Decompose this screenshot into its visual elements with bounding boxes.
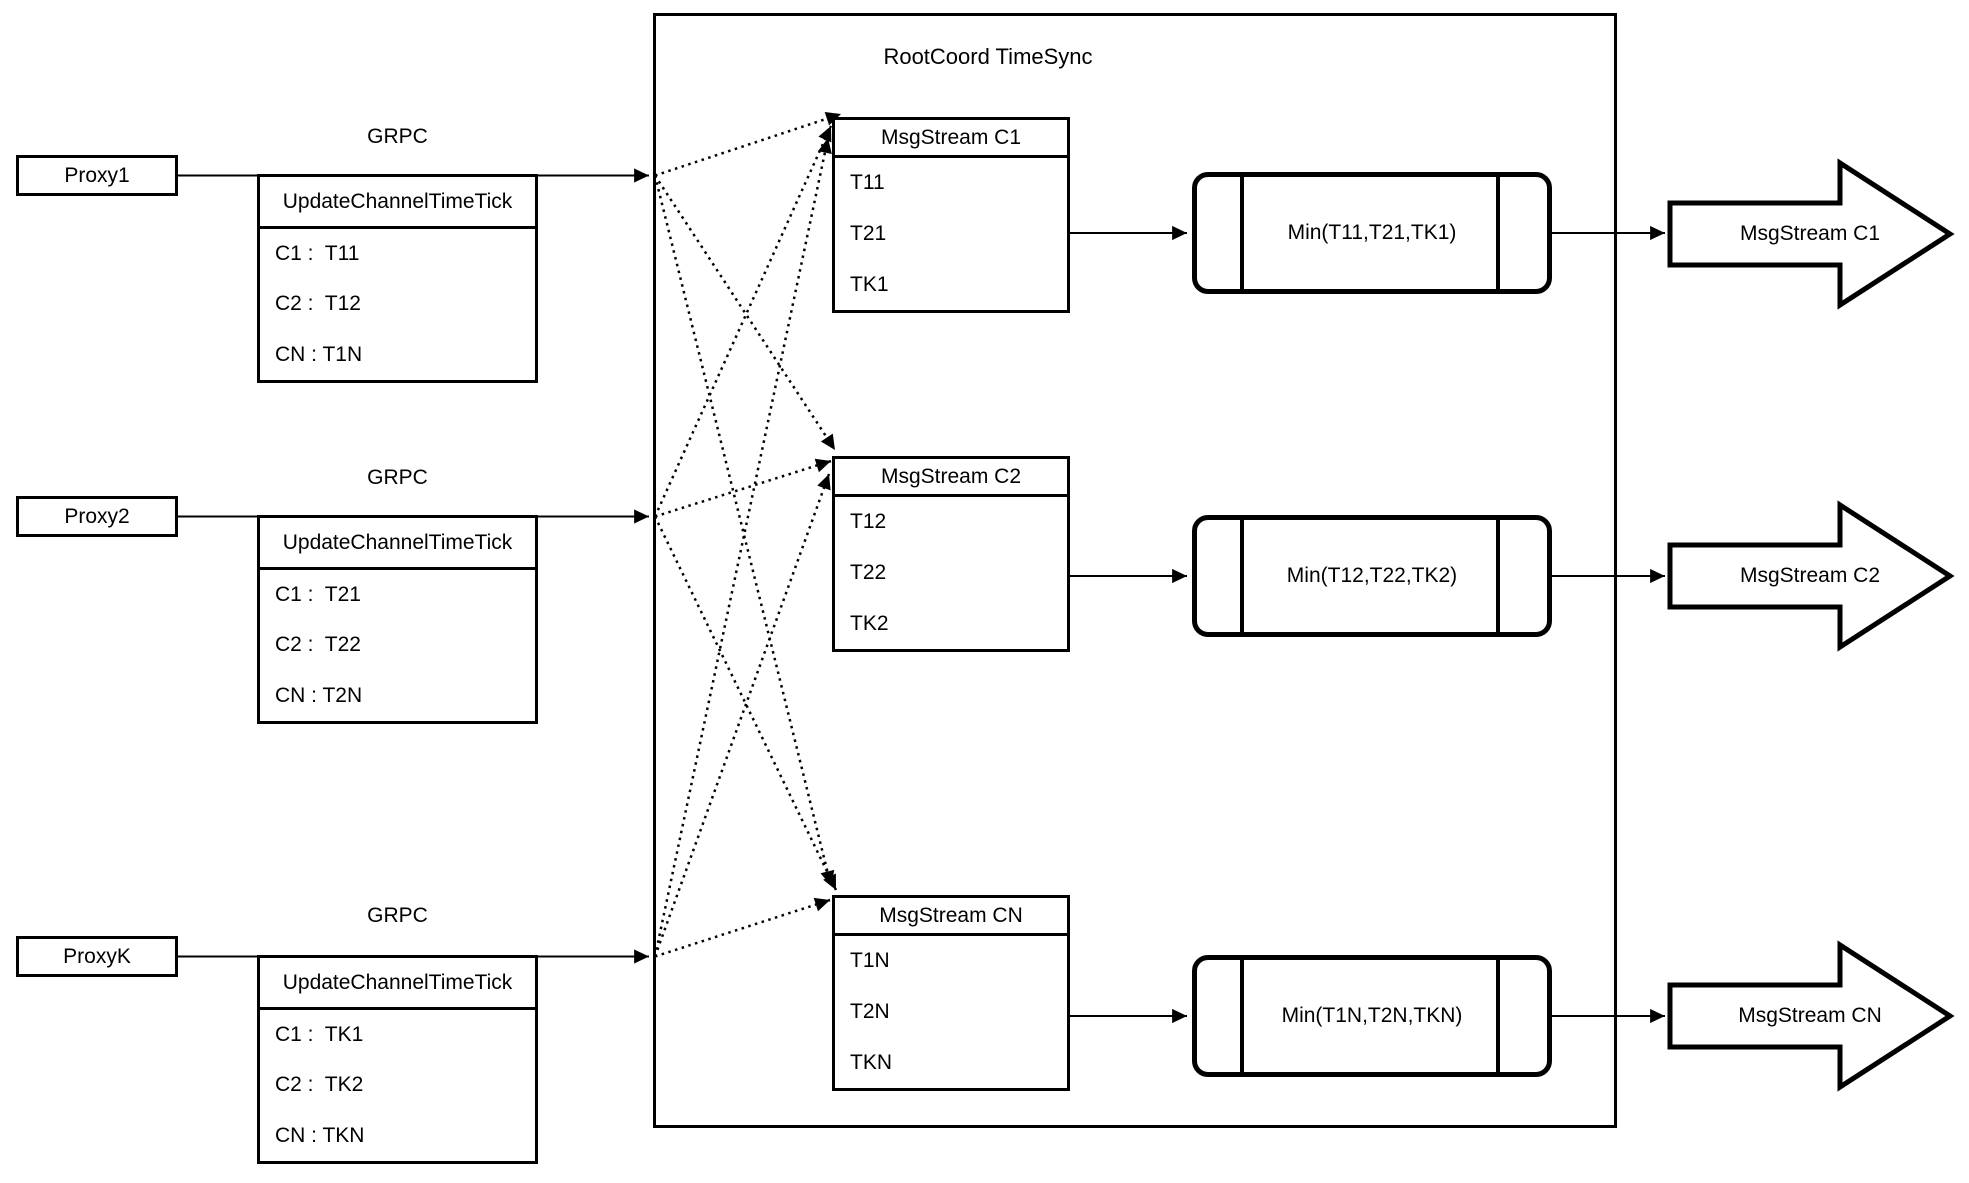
proxy1-label: Proxy1 xyxy=(64,163,130,187)
timestamp-row: TK2 xyxy=(850,611,889,635)
rootcoord-title: RootCoord TimeSync xyxy=(883,44,1093,69)
divider xyxy=(1240,177,1244,289)
timetick-row: CN : T2N xyxy=(275,683,363,707)
timetick-row: C1 : T21 xyxy=(275,583,361,607)
timestamp-row: T12 xyxy=(850,510,887,534)
grpc-label-2: GRPC xyxy=(367,466,428,489)
update-timetick-header-1: UpdateChannelTimeTick xyxy=(260,177,535,229)
msgstream-cn-table: MsgStream CN T1N T2N TKN xyxy=(832,895,1070,1091)
output-msgstream-cn-label: MsgStream CN xyxy=(1738,1004,1882,1027)
timestamp-row: T2N xyxy=(850,1000,890,1023)
proxyk-box: ProxyK xyxy=(16,936,178,977)
timetick-row: CN : T1N xyxy=(275,342,363,366)
timetick-row: C2 : TK2 xyxy=(275,1073,364,1097)
update-timetick-table-3: UpdateChannelTimeTick C1 : TK1 C2 : TK2 … xyxy=(257,955,538,1164)
min-label-c2: Min(T12,T22,TK2) xyxy=(1286,564,1458,587)
msgstream-c1-header: MsgStream C1 xyxy=(835,120,1067,158)
proxy1-box: Proxy1 xyxy=(16,155,178,196)
timetick-row: C2 : T22 xyxy=(275,633,361,657)
timestamp-row: T21 xyxy=(850,222,887,245)
min-node-cn: Min(T1N,T2N,TKN) xyxy=(1192,955,1552,1077)
update-timetick-header-3: UpdateChannelTimeTick xyxy=(260,958,535,1010)
update-timetick-table-2: UpdateChannelTimeTick C1 : T21 C2 : T22 … xyxy=(257,515,538,724)
divider xyxy=(1240,960,1244,1072)
timestamp-row: TK1 xyxy=(850,272,889,296)
proxy2-box: Proxy2 xyxy=(16,496,178,537)
divider xyxy=(1496,177,1500,289)
min-label-c1: Min(T11,T21,TK1) xyxy=(1287,221,1457,244)
timetick-row: C1 : TK1 xyxy=(275,1023,364,1047)
min-label-cn: Min(T1N,T2N,TKN) xyxy=(1281,1004,1463,1027)
update-timetick-table-1: UpdateChannelTimeTick C1 : T11 C2 : T12 … xyxy=(257,174,538,383)
min-node-c2: Min(T12,T22,TK2) xyxy=(1192,515,1552,637)
divider xyxy=(1496,960,1500,1072)
divider xyxy=(1496,520,1500,632)
msgstream-c2-header: MsgStream C2 xyxy=(835,459,1067,497)
timestamp-row: TKN xyxy=(850,1050,892,1074)
timestamp-row: T11 xyxy=(850,171,885,195)
timetick-row: C1 : T11 xyxy=(275,242,360,266)
timestamp-row: T1N xyxy=(850,949,890,973)
timetick-row: C2 : T12 xyxy=(275,292,361,316)
min-node-c1: Min(T11,T21,TK1) xyxy=(1192,172,1552,294)
divider xyxy=(1240,520,1244,632)
timestamp-row: T22 xyxy=(850,561,887,584)
msgstream-c1-table: MsgStream C1 T11 T21 TK1 xyxy=(832,117,1070,313)
proxy2-label: Proxy2 xyxy=(64,504,130,528)
msgstream-c2-table: MsgStream C2 T12 T22 TK2 xyxy=(832,456,1070,652)
msgstream-cn-header: MsgStream CN xyxy=(835,898,1067,936)
timetick-row: CN : TKN xyxy=(275,1123,365,1147)
proxyk-label: ProxyK xyxy=(63,944,131,968)
output-msgstream-c1-label: MsgStream C1 xyxy=(1739,222,1881,245)
grpc-label-1: GRPC xyxy=(367,125,428,148)
update-timetick-header-2: UpdateChannelTimeTick xyxy=(260,518,535,570)
grpc-label-3: GRPC xyxy=(367,904,428,927)
output-msgstream-c2-label: MsgStream C2 xyxy=(1739,564,1881,587)
